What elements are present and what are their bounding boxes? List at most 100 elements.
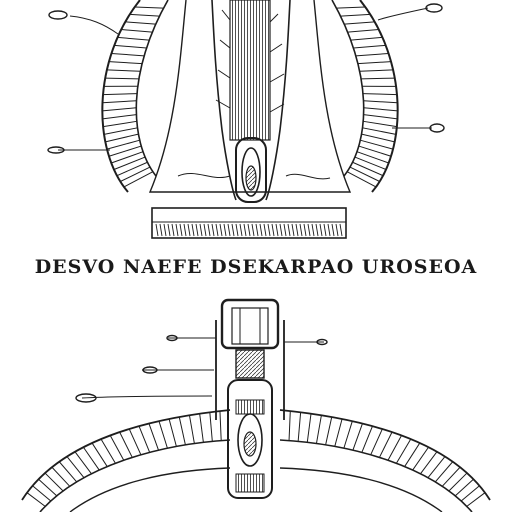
tooth-mark	[256, 224, 258, 236]
tooth-mark	[260, 224, 262, 236]
tooth-mark	[129, 429, 141, 455]
tooth-mark	[264, 224, 266, 236]
tooth-mark	[105, 134, 138, 142]
tooth-mark	[103, 101, 137, 103]
tooth-mark	[351, 37, 383, 40]
tooth-mark	[300, 224, 302, 236]
tooth-mark	[348, 30, 379, 33]
tooth-mark	[204, 224, 206, 236]
top-figure	[48, 0, 444, 238]
tooth-mark	[312, 224, 314, 236]
tooth-mark	[130, 14, 160, 16]
tooth-mark	[102, 108, 136, 111]
tooth-mark	[364, 108, 398, 111]
tooth-mark	[344, 22, 374, 24]
tooth-mark	[347, 172, 376, 187]
tooth-mark	[172, 224, 174, 236]
tooth-mark	[363, 128, 396, 135]
tooth-mark	[371, 429, 383, 455]
tooth-mark	[124, 172, 153, 187]
tooth-mark	[103, 121, 137, 126]
tooth-mark	[184, 224, 186, 236]
callout-tag-upper-left	[49, 11, 67, 19]
tooth-mark	[103, 115, 137, 119]
tooth-mark	[276, 224, 278, 236]
tooth-mark	[212, 224, 214, 236]
tooth-mark	[232, 224, 234, 236]
tooth-mark	[208, 224, 210, 236]
tooth-mark	[364, 101, 398, 103]
tooth-mark	[353, 45, 385, 48]
tooth-mark	[326, 417, 332, 445]
top-base-strip	[152, 208, 346, 238]
tooth-mark	[353, 162, 383, 175]
tooth-mark	[139, 426, 150, 452]
bottom-figure	[22, 300, 490, 512]
tooth-mark	[117, 162, 147, 175]
tooth-mark	[328, 224, 330, 236]
tooth-mark	[268, 224, 270, 236]
tooth-mark	[362, 426, 373, 452]
diagram-title: DESVO NAEFE DSEKARPAO UROSEOA	[0, 256, 512, 278]
tooth-mark	[169, 419, 176, 446]
tooth-mark	[308, 224, 310, 236]
tooth-mark	[176, 224, 178, 236]
tooth-mark	[296, 224, 298, 236]
tooth-mark	[164, 224, 166, 236]
tooth-mark	[364, 115, 398, 119]
tooth-mark	[363, 121, 397, 126]
tooth-mark	[336, 7, 365, 8]
tooth-mark	[289, 411, 290, 441]
tooth-mark	[357, 152, 389, 163]
tooth-mark	[316, 224, 318, 236]
tooth-mark	[160, 224, 162, 236]
tooth-mark	[320, 224, 322, 236]
tooth-mark	[125, 22, 155, 24]
tooth-mark	[189, 415, 194, 443]
tooth-mark	[304, 224, 306, 236]
tooth-mark	[216, 224, 218, 236]
tooth-mark	[156, 224, 158, 236]
tooth-mark	[111, 53, 144, 55]
tooth-mark	[111, 152, 143, 163]
tooth-mark	[252, 224, 254, 236]
tooth-mark	[200, 414, 204, 443]
tooth-mark	[335, 419, 342, 446]
tooth-mark	[363, 94, 397, 95]
tooth-mark	[27, 493, 45, 507]
tooth-mark	[107, 70, 140, 71]
tooth-mark	[109, 62, 142, 64]
tooth-mark	[324, 224, 326, 236]
tooth-mark	[360, 70, 393, 71]
tooth-mark	[224, 224, 226, 236]
tooth-mark	[118, 37, 150, 40]
tooth-mark	[110, 436, 124, 461]
tooth-mark	[341, 14, 371, 16]
bottom-curved-bands	[22, 410, 490, 512]
tooth-mark	[114, 45, 146, 48]
tooth-mark	[149, 424, 159, 451]
tooth-mark	[179, 417, 185, 445]
tooth-mark	[288, 224, 290, 236]
tooth-mark	[236, 224, 238, 236]
tooth-mark	[104, 128, 137, 135]
tooth-mark	[159, 421, 167, 448]
tooth-mark	[114, 157, 145, 169]
tooth-mark	[280, 224, 282, 236]
tooth-mark	[344, 421, 352, 448]
tooth-mark	[228, 224, 230, 236]
tooth-mark	[120, 432, 133, 457]
tooth-mark	[362, 134, 395, 142]
tooth-mark	[388, 436, 402, 461]
callout-tag-mid-right	[430, 124, 444, 132]
tooth-mark	[298, 412, 300, 441]
tooth-mark	[120, 167, 150, 181]
bottom-zipper-chain	[228, 380, 272, 498]
tooth-mark	[103, 94, 137, 95]
tooth-mark	[355, 157, 386, 169]
tooth-mark	[467, 493, 485, 507]
tooth-mark	[244, 224, 246, 236]
tooth-mark	[210, 412, 212, 441]
tooth-mark	[307, 414, 311, 443]
